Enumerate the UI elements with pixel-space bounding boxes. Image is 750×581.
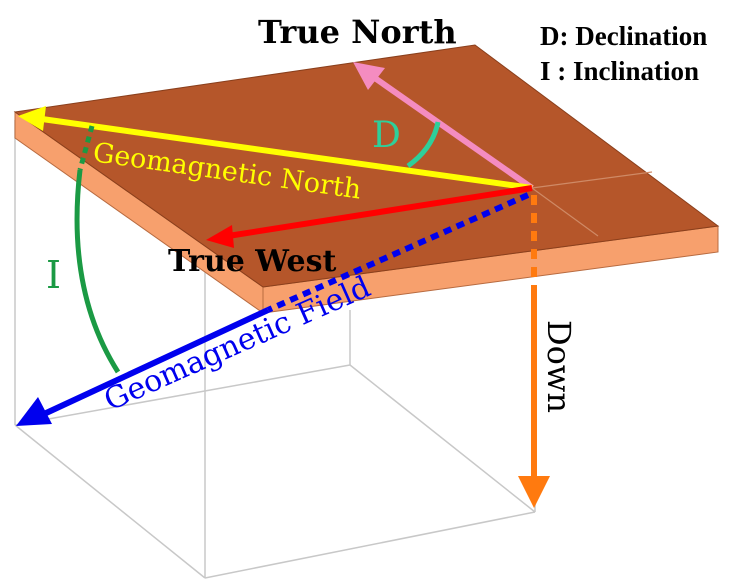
true-west-arrow xyxy=(206,185,533,248)
inclination-arc-dotted xyxy=(77,125,95,171)
wireframe-box xyxy=(14,120,536,579)
declination-arc xyxy=(406,121,441,169)
geomagnetic-north-arrow xyxy=(18,106,533,191)
true-west-label: True West xyxy=(168,244,337,279)
inclination-arc xyxy=(74,169,121,374)
declination-symbol: D xyxy=(372,115,401,156)
down-label: Down xyxy=(540,320,578,413)
legend-declination: D: Declination xyxy=(540,21,707,51)
geomagnetic-field-arrow xyxy=(16,192,530,426)
true-north-label: True North xyxy=(258,13,457,51)
down-arrow xyxy=(518,195,550,508)
inclination-symbol: I xyxy=(46,253,61,297)
plate-center-line-east xyxy=(531,171,653,189)
true-north-arrow xyxy=(353,62,534,191)
legend-inclination: I : Inclination xyxy=(540,56,699,86)
plate-center-line-south xyxy=(531,187,599,237)
